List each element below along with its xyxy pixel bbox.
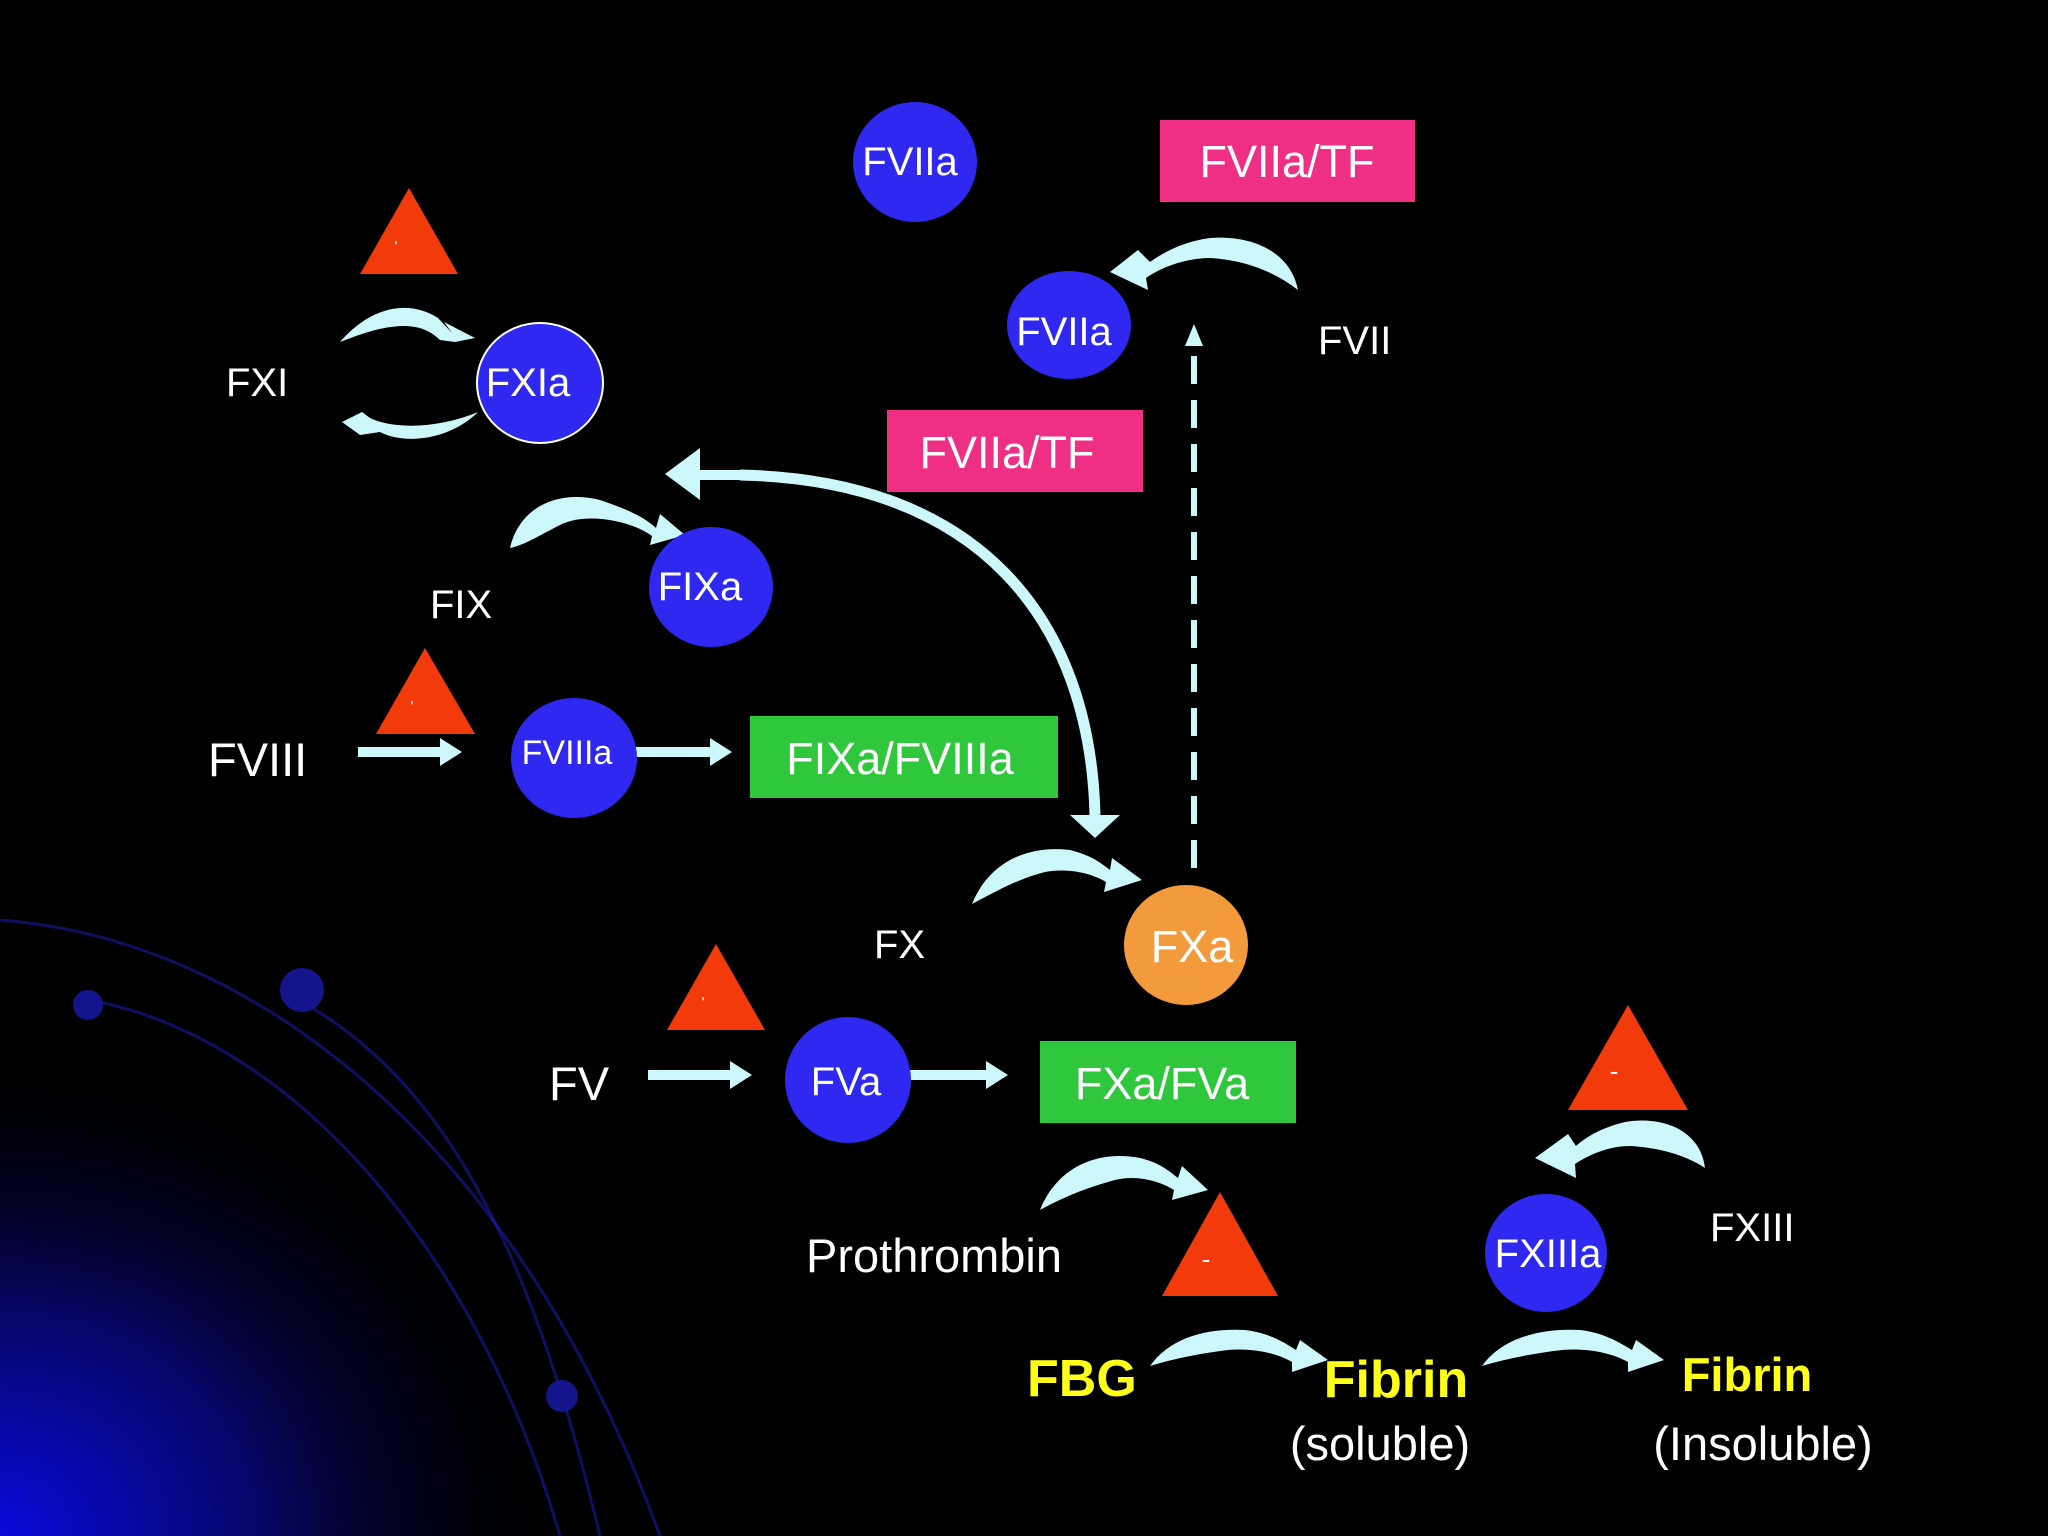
fxiii-label: FXIII <box>1710 1206 1794 1250</box>
fibrin-soluble-label: Fibrin <box>1324 1351 1468 1409</box>
fviia-tf-label-top: FVIIa/TF <box>1199 136 1374 187</box>
fv-to-fva-arrow <box>648 1061 752 1089</box>
fviiia-label: FVIIIa <box>522 734 613 772</box>
factor-labels: FVII FXI FIX FVIII FX FV Prothrombin FXI… <box>208 319 1873 1470</box>
fva-label: FVa <box>811 1060 882 1104</box>
fx-activation-arrow <box>972 849 1142 904</box>
fv-triangle: ' <box>667 944 765 1030</box>
fxi-activation-arrow-lower <box>342 412 478 439</box>
fxa-circle: FXa <box>1124 885 1248 1005</box>
feedback-curved-arrow <box>665 448 1120 838</box>
fxia-circle: FXIa <box>476 322 604 444</box>
fviia-label: FVIIa <box>1016 310 1112 354</box>
fviii-label: FVIII <box>208 733 307 786</box>
fxiiia-label: FXIIIa <box>1495 1232 1602 1276</box>
background-glow <box>0 880 760 1536</box>
product-labels: FBG Fibrin Fibrin <box>1027 1348 1812 1409</box>
prothrombin-label: Prothrombin <box>806 1229 1062 1282</box>
fxi-triangle: ' <box>360 188 458 274</box>
fvii-label: FVII <box>1318 319 1391 363</box>
fxi-triangle-mark: ' <box>394 239 397 256</box>
background-orbit-dots <box>73 968 578 1412</box>
fviiia-to-complex-arrow <box>632 738 732 766</box>
fviia-tf-label: FVIIa/TF <box>919 427 1094 478</box>
fxiii-triangle: - <box>1568 1005 1688 1110</box>
fviii-to-fviiia-arrow <box>358 738 462 766</box>
prothrombin-triangle: - <box>1162 1192 1278 1296</box>
fxi-activation-arrow-upper <box>340 307 475 342</box>
prothrombin-triangle-mark: - <box>1202 1244 1211 1274</box>
fv-label: FV <box>549 1057 610 1110</box>
fv-triangle-mark: ' <box>701 995 704 1012</box>
fibrin-insoluble-label: Fibrin <box>1682 1348 1813 1401</box>
fxi-label: FXI <box>226 361 288 405</box>
fixa-fviiia-box: FIXa/FVIIIa <box>750 716 1058 798</box>
fviia-tf-box-top: FVIIa/TF <box>1160 120 1415 202</box>
fviia-tf-box: FVIIa/TF <box>887 410 1143 492</box>
active-factor-circles: FVIIa FVIIa FXIa FIXa FVIIIa FXa FVa FX <box>476 102 1607 1312</box>
fix-activation-arrow <box>510 497 685 548</box>
fxa-label: FXa <box>1151 921 1235 972</box>
fbg-label: FBG <box>1027 1350 1137 1408</box>
fviiia-circle: FVIIIa <box>511 698 637 818</box>
fixa-fviiia-label: FIXa/FVIIIa <box>786 733 1015 784</box>
complex-boxes: FVIIa/TF FVIIa/TF FIXa/FVIIIa FXa/FVa <box>750 120 1415 1123</box>
fbg-conversion-arrow <box>1150 1329 1328 1372</box>
fva-circle: FVa <box>785 1017 911 1143</box>
fviii-triangle-mark: ' <box>410 699 413 716</box>
fviii-triangle: ' <box>376 648 475 734</box>
fviia-circle-top: FVIIa <box>853 102 977 222</box>
dashed-feedback-arrow <box>1185 324 1203 868</box>
fixa-label: FIXa <box>658 565 743 609</box>
insoluble-note: (Insoluble) <box>1653 1417 1872 1470</box>
straight-arrows <box>358 738 1008 1089</box>
prothrombin-activation-arrow <box>1040 1155 1208 1210</box>
fva-to-complex-arrow <box>906 1061 1008 1089</box>
fixa-circle: FIXa <box>649 527 773 647</box>
inhibitor-triangles: ' ' ' - - <box>360 188 1688 1296</box>
fvii-activation-arrow <box>1110 237 1298 290</box>
fx-label: FX <box>874 923 925 967</box>
conversion-arrows <box>340 237 1705 1372</box>
fxiiia-circle: FXIIIa <box>1485 1194 1607 1312</box>
fxa-fva-box: FXa/FVa <box>1040 1041 1296 1123</box>
fxiii-triangle-mark: - <box>1610 1056 1619 1086</box>
fix-label: FIX <box>430 583 492 627</box>
fxia-label: FXIa <box>486 361 571 405</box>
fibrin-crosslink-arrow <box>1482 1329 1664 1372</box>
fviia-circle: FVIIa <box>1007 271 1131 379</box>
fviia-label-top: FVIIa <box>862 140 958 184</box>
fxiii-activation-arrow <box>1535 1120 1705 1178</box>
soluble-note: (soluble) <box>1290 1417 1470 1470</box>
fxa-fva-label: FXa/FVa <box>1075 1058 1250 1109</box>
